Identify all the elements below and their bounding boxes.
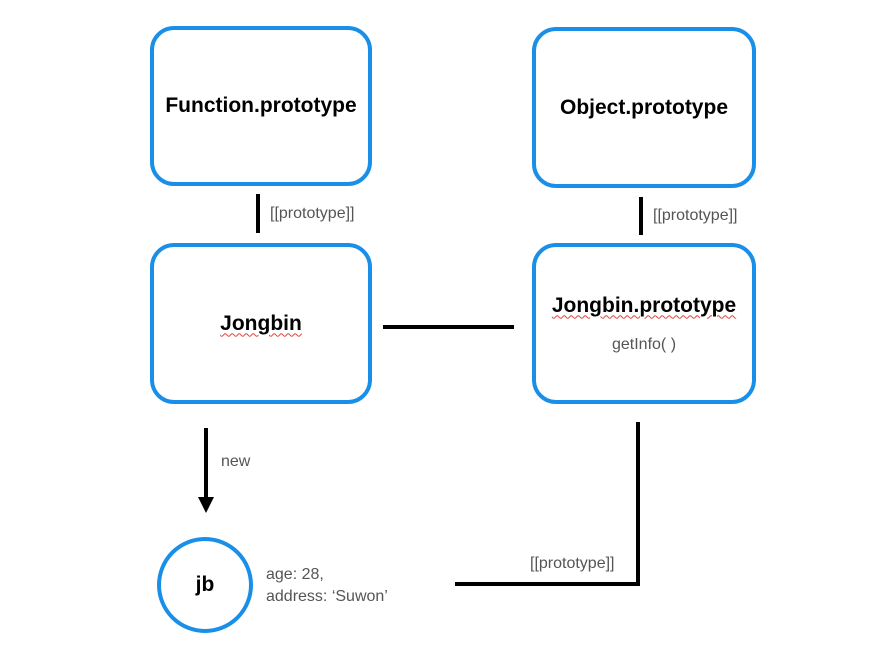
jongbin-prototype-box: Jongbin.prototype getInfo( )	[532, 243, 756, 404]
jongbin-function-prototype-label: [[prototype]]	[270, 205, 355, 222]
jb-label: jb	[195, 573, 215, 596]
jb-address-property: address: ‘Suwon’	[266, 588, 388, 605]
jongbin-prototype-title-text: Jongbin.prototype	[551, 293, 737, 317]
jb-node: jb	[157, 537, 253, 633]
jongbin-prototype-object-prototype-label: [[prototype]]	[653, 207, 738, 224]
jongbin-prototype-object-prototype-connector	[639, 197, 643, 235]
jongbin-prototype-title: Jongbin.prototype	[552, 294, 736, 318]
get-info-method: getInfo( )	[611, 335, 677, 353]
jongbin-to-jongbin-prototype-connector	[383, 325, 514, 329]
object-prototype-box: Object.prototype	[532, 27, 756, 188]
function-prototype-title: Function.prototype	[165, 94, 357, 117]
new-arrow-head	[198, 497, 214, 513]
jongbin-box: Jongbin	[150, 243, 372, 404]
new-arrow-shaft	[204, 428, 208, 498]
new-label: new	[221, 453, 251, 470]
jb-age-property: age: 28,	[266, 566, 324, 583]
jongbin-title: Jongbin	[220, 311, 302, 335]
function-prototype-box: Function.prototype	[150, 26, 372, 186]
jb-prototype-connector-vertical	[636, 422, 640, 586]
jb-prototype-label: [[prototype]]	[530, 555, 615, 572]
jb-prototype-connector-horizontal	[455, 582, 640, 586]
jongbin-function-prototype-connector	[256, 194, 260, 233]
object-prototype-title: Object.prototype	[559, 95, 728, 119]
jb-properties: age: 28, address: ‘Suwon’	[266, 564, 388, 608]
